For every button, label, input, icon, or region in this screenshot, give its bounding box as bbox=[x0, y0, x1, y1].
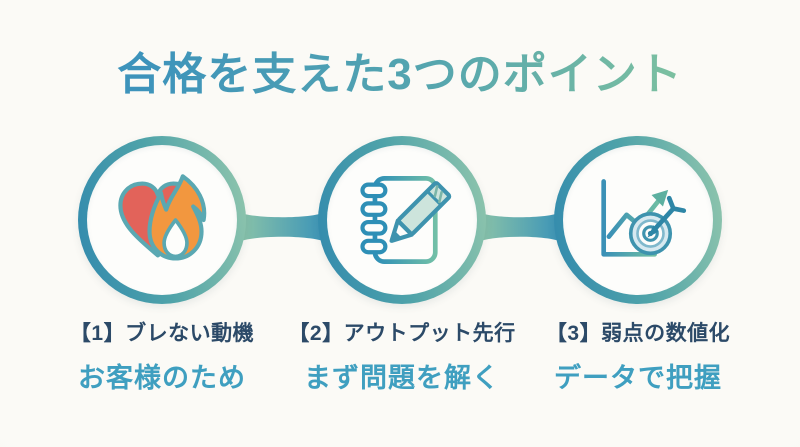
point-3-heading: 【3】弱点の数値化 bbox=[545, 322, 731, 345]
point-1-heading: 【1】ブレない動機 bbox=[69, 322, 255, 345]
point-circle-1-inner bbox=[87, 145, 237, 295]
connector-line-1 bbox=[238, 212, 326, 242]
point-circle-3 bbox=[554, 136, 722, 304]
point-label-2: 【2】アウトプット先行 まず問題を解く bbox=[262, 317, 542, 395]
point-circle-3-inner bbox=[563, 145, 713, 295]
point-circle-2-inner bbox=[327, 145, 477, 295]
connector-line-2 bbox=[478, 212, 562, 242]
heart-flame-icon bbox=[118, 174, 207, 261]
point-2-subheading: まず問題を解く bbox=[304, 363, 500, 393]
page-title: 合格を支えた3つのポイント bbox=[0, 38, 800, 102]
point-3-subheading: データで把握 bbox=[554, 363, 722, 393]
point-circle-2 bbox=[318, 136, 486, 304]
point-circle-1 bbox=[78, 136, 246, 304]
point-2-heading: 【2】アウトプット先行 bbox=[288, 322, 516, 345]
point-label-1: 【1】ブレない動機 お客様のため bbox=[22, 317, 302, 395]
point-label-3: 【3】弱点の数値化 データで把握 bbox=[498, 317, 778, 395]
chart-target-icon bbox=[601, 179, 687, 257]
notebook-pencil-icon bbox=[360, 176, 452, 264]
point-1-subheading: お客様のため bbox=[78, 363, 246, 393]
